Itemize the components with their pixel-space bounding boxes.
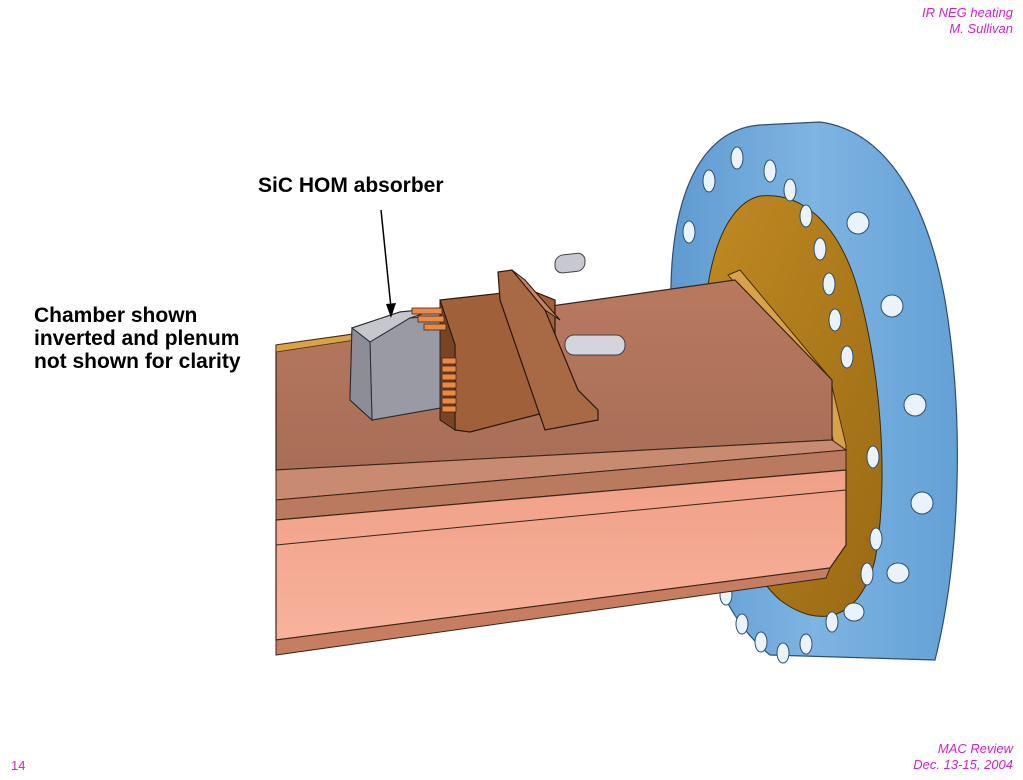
chamber-note-line3: not shown for clarity <box>34 350 241 373</box>
chamber-note-line2: inverted and plenum <box>34 327 240 350</box>
sic-absorber <box>349 307 457 422</box>
callout-arrow <box>380 209 396 318</box>
page-number: 14 <box>11 758 26 773</box>
pump-block <box>439 252 626 433</box>
chamber-note: Chamber shown inverted and plenum not sh… <box>34 304 279 373</box>
slide-footer: MAC Review Dec. 13-15, 2004 <box>913 741 1013 773</box>
header-title: IR NEG heating <box>921 5 1013 20</box>
beam-chamber <box>275 279 848 656</box>
absorber-label: SiC HOM absorber <box>258 174 444 197</box>
footer-date: Dec. 13-15, 2004 <box>913 757 1013 772</box>
chamber-note-line1: Chamber shown <box>34 304 198 327</box>
slide-header: IR NEG heating M. Sullivan <box>922 5 1013 37</box>
header-author: M. Sullivan <box>949 21 1013 36</box>
footer-event: MAC Review <box>937 741 1013 756</box>
